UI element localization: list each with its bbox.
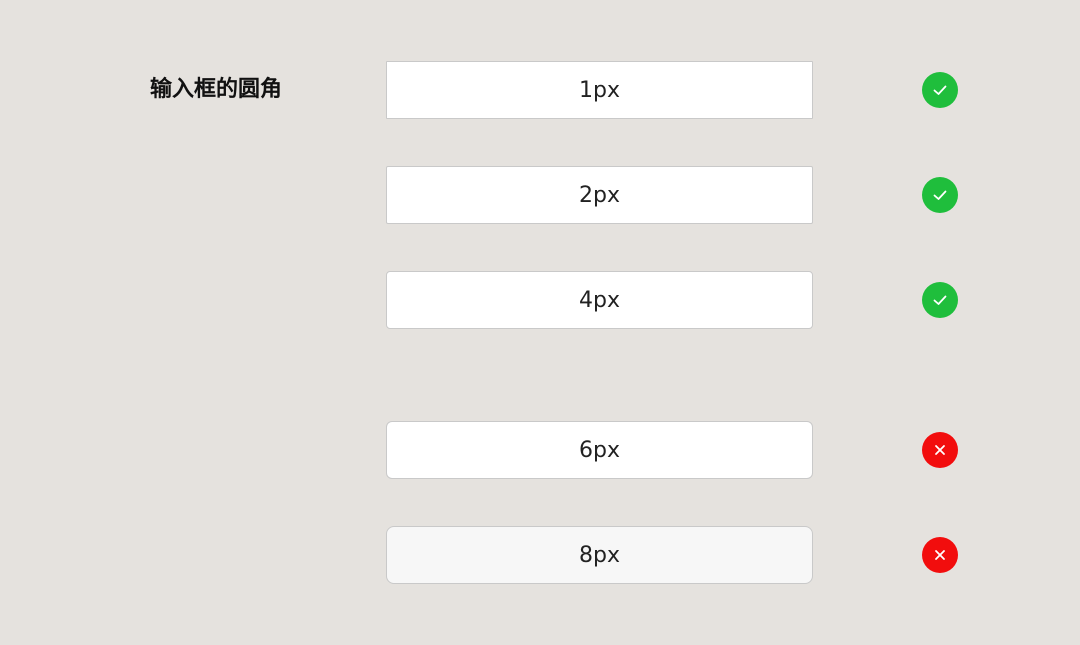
input-value: 1px xyxy=(579,77,620,103)
input-value: 6px xyxy=(579,437,620,463)
check-icon xyxy=(933,295,947,305)
input-box-example-6px[interactable]: 6px xyxy=(386,421,813,479)
input-value: 2px xyxy=(579,182,620,208)
status-incorrect-1 xyxy=(922,432,958,468)
check-icon xyxy=(933,190,947,200)
status-correct-3 xyxy=(922,282,958,318)
cross-icon xyxy=(935,550,945,560)
section-title: 输入框的圆角 xyxy=(150,77,283,102)
status-incorrect-2 xyxy=(922,537,958,573)
input-box-example-8px[interactable]: 8px xyxy=(386,526,813,584)
cross-icon xyxy=(935,445,945,455)
input-box-example-1px[interactable]: 1px xyxy=(386,61,813,119)
input-value: 8px xyxy=(579,542,620,568)
input-box-example-4px[interactable]: 4px xyxy=(386,271,813,329)
input-box-example-2px[interactable]: 2px xyxy=(386,166,813,224)
status-correct-1 xyxy=(922,72,958,108)
input-value: 4px xyxy=(579,287,620,313)
status-correct-2 xyxy=(922,177,958,213)
check-icon xyxy=(933,85,947,95)
